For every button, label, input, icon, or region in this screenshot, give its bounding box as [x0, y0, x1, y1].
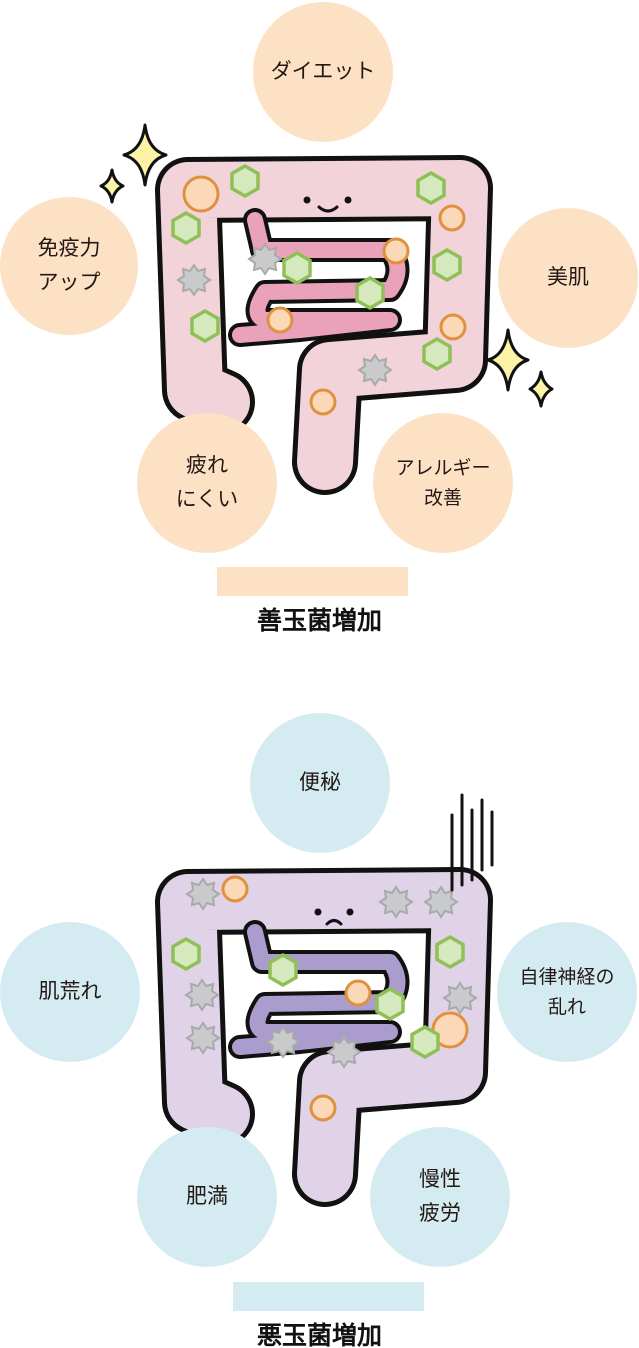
sparkle-icons [99, 123, 554, 408]
bad-title: 悪玉菌増加 [256, 1321, 382, 1348]
benefit-skin: 美肌 [498, 208, 638, 348]
effect-constipation: 便秘 [250, 713, 390, 853]
bad-banner [233, 1282, 424, 1311]
benefit-diet: ダイエット [253, 2, 393, 142]
effect-chronic-fatigue: 慢性 疲労 [370, 1127, 510, 1267]
gloom-lines-icon [450, 793, 494, 892]
effect-rough-skin: 肌荒れ [0, 922, 140, 1062]
benefit-immunity: 免疫力 アップ [0, 197, 138, 335]
effect-obesity: 肥満 [137, 1127, 277, 1267]
sad-intestine [155, 867, 493, 1207]
good-banner [217, 567, 408, 596]
benefit-allergy: アレルギー 改善 [373, 413, 513, 553]
good-title: 善玉菌増加 [256, 606, 382, 635]
effect-autonomic: 自律神経の 乱れ [497, 922, 637, 1062]
benefit-fatigue: 疲れ にくい [137, 413, 277, 553]
happy-intestine [155, 155, 493, 495]
